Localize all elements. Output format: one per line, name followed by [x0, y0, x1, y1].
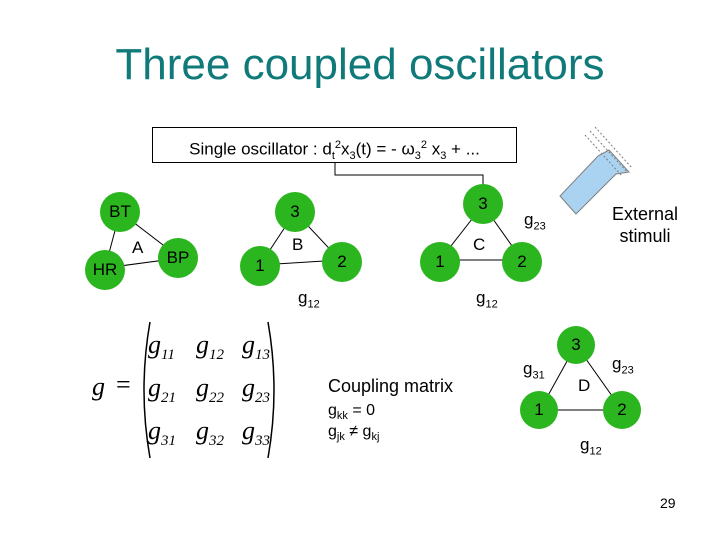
g23-label-c: g23	[524, 210, 546, 232]
matrix-cell: g32	[196, 416, 224, 450]
label-c: C	[473, 235, 486, 254]
matrix-right-bracket	[267, 321, 275, 459]
matrix-cell: g33	[242, 416, 270, 450]
node-1-d: 1	[520, 391, 558, 429]
eq-w-sup: 2	[420, 139, 427, 151]
eq-x2: x	[426, 139, 441, 159]
arrow-hatch	[584, 134, 623, 177]
g12-right-sub: 12	[485, 298, 498, 311]
coupling-rule-1: gkk = 0	[328, 402, 376, 423]
node-3-c: 3	[463, 184, 503, 224]
external-stimuli-label: External stimuli	[612, 203, 678, 247]
node-2-b: 2	[322, 242, 362, 282]
external-line2: stimuli	[619, 226, 671, 246]
stimuli-arrow-icon	[559, 149, 630, 215]
node-bt: BT	[100, 192, 140, 232]
matrix-cell: g22	[196, 373, 224, 407]
eq-x: x	[341, 139, 350, 159]
g12-label-d: g12	[580, 435, 602, 458]
g12-left-label: g12	[298, 288, 320, 310]
matrix-cell: g12	[196, 330, 224, 364]
eq-mid: (t) = - ω	[355, 139, 415, 159]
node-2-c: 2	[502, 242, 542, 282]
node-1-c: 1	[420, 242, 460, 282]
label-d: D	[578, 376, 591, 395]
g23-label-d: g23	[612, 354, 634, 377]
matrix-left-bracket	[143, 321, 151, 459]
arrow-hatch	[589, 130, 628, 173]
external-line1: External	[612, 204, 679, 224]
eq-x-sub: 3	[349, 150, 356, 163]
eq-d: d	[322, 139, 332, 159]
g12-right-label: g12	[476, 288, 498, 310]
matrix-equals: =	[116, 370, 131, 399]
g12-left-g: g	[298, 288, 308, 307]
label-a: A	[132, 238, 144, 257]
node-bp: BP	[158, 238, 198, 278]
matrix-cell: g23	[242, 373, 270, 407]
matrix-cell: g13	[242, 330, 270, 364]
eq-d-sub: t	[331, 150, 335, 163]
matrix-symbol: g	[92, 372, 105, 401]
page-number: 29	[660, 495, 676, 511]
node-3-d: 3	[557, 326, 595, 364]
label-b: B	[292, 235, 304, 254]
coupling-rule-2: gjk ≠ gkj	[328, 423, 380, 444]
eq-x2-sub: 3	[440, 150, 447, 163]
g23-c-g: g	[524, 210, 534, 229]
eq-w-sub: 3	[414, 150, 421, 163]
matrix-cell: g11	[148, 330, 175, 364]
eq-tail: + ...	[446, 139, 480, 159]
matrix-cell: g31	[148, 416, 176, 450]
eq-connector-line	[334, 163, 484, 190]
g12-left-sub: 12	[307, 298, 320, 311]
single-oscillator-equation: Single oscillator : dt2x3(t) = - ω32 x3 …	[152, 127, 517, 163]
node-1-b: 1	[240, 246, 280, 286]
g12-right-g: g	[476, 288, 486, 307]
eq-prefix: Single oscillator :	[189, 139, 323, 159]
g31-label: g31	[523, 359, 545, 382]
node-3-b: 3	[275, 192, 315, 232]
eq-d-sup: 2	[334, 139, 342, 151]
slide-title: Three coupled oscillators	[115, 40, 605, 89]
g23-c-sub: 23	[533, 220, 546, 233]
node-hr: HR	[85, 250, 125, 290]
matrix-cell: g21	[148, 373, 176, 407]
arrow-hatch	[594, 126, 633, 169]
coupling-matrix-label: Coupling matrix	[328, 376, 454, 396]
node-2-d: 2	[603, 391, 641, 429]
